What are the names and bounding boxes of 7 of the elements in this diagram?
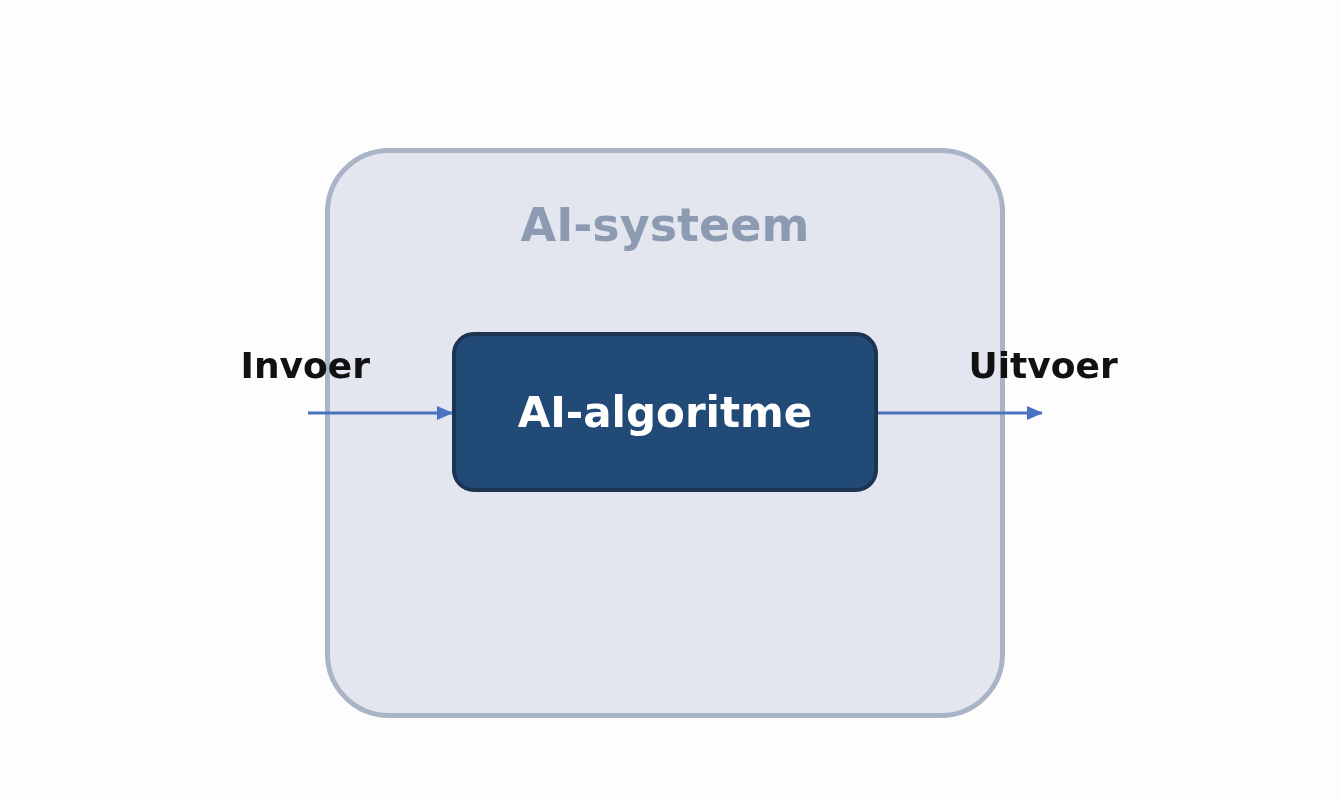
container-title: AI-systeem bbox=[519, 198, 811, 252]
process-box bbox=[452, 332, 878, 492]
edge-label: Uitvoer bbox=[968, 345, 1118, 386]
arrow bbox=[308, 406, 453, 420]
edge-label: Invoer bbox=[240, 345, 370, 386]
box-label: AI-algoritme bbox=[517, 387, 813, 437]
arrow bbox=[878, 406, 1043, 420]
